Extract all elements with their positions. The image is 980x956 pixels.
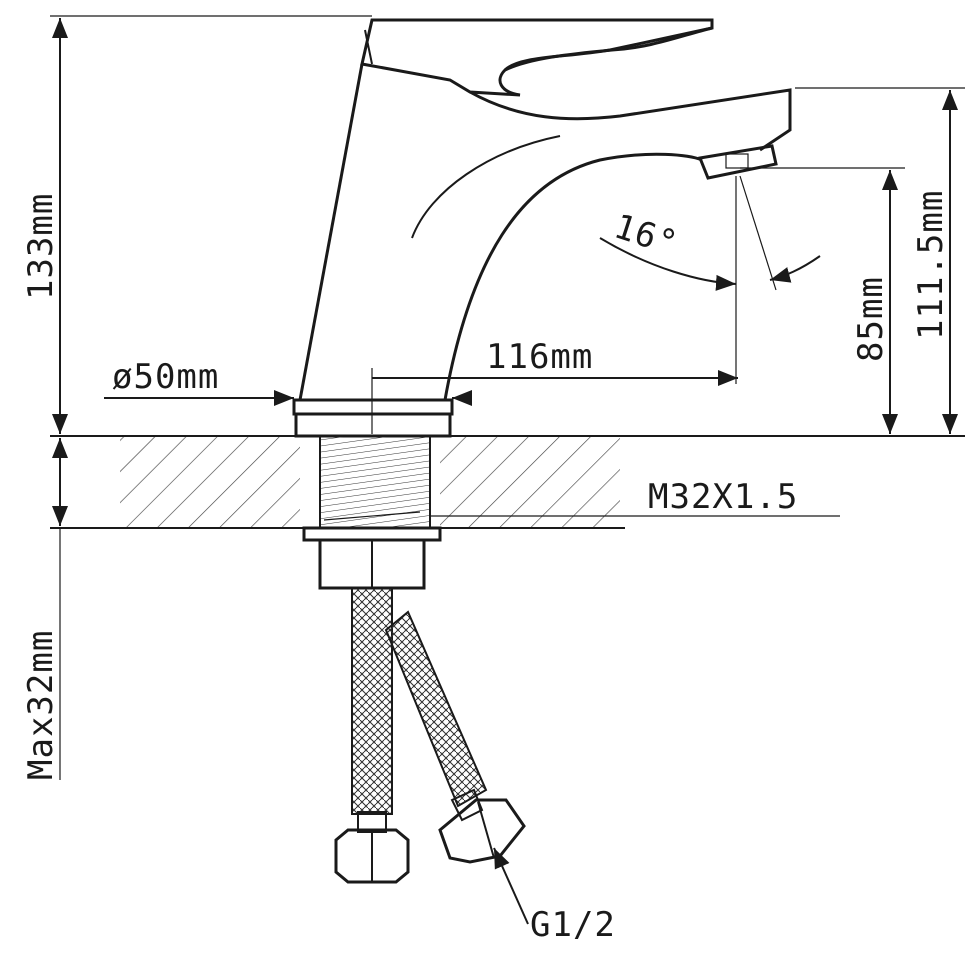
braided-hoses xyxy=(334,587,526,884)
dim-reach: 116mm xyxy=(486,337,593,377)
dim-angle: 16° xyxy=(609,207,683,265)
dim-height-total: 133mm xyxy=(21,193,61,300)
dim-connection: G1/2 xyxy=(530,905,616,945)
dim-base-diameter: ø50mm xyxy=(112,357,219,397)
dim-outlet-height: 85mm xyxy=(851,276,891,362)
dim-spout-height: 111.5mm xyxy=(911,190,951,340)
countertop-section xyxy=(50,435,965,529)
dimension-lines xyxy=(50,15,965,925)
dim-max-thickness: Max32mm xyxy=(21,630,61,780)
dim-thread: M32X1.5 xyxy=(648,477,798,517)
